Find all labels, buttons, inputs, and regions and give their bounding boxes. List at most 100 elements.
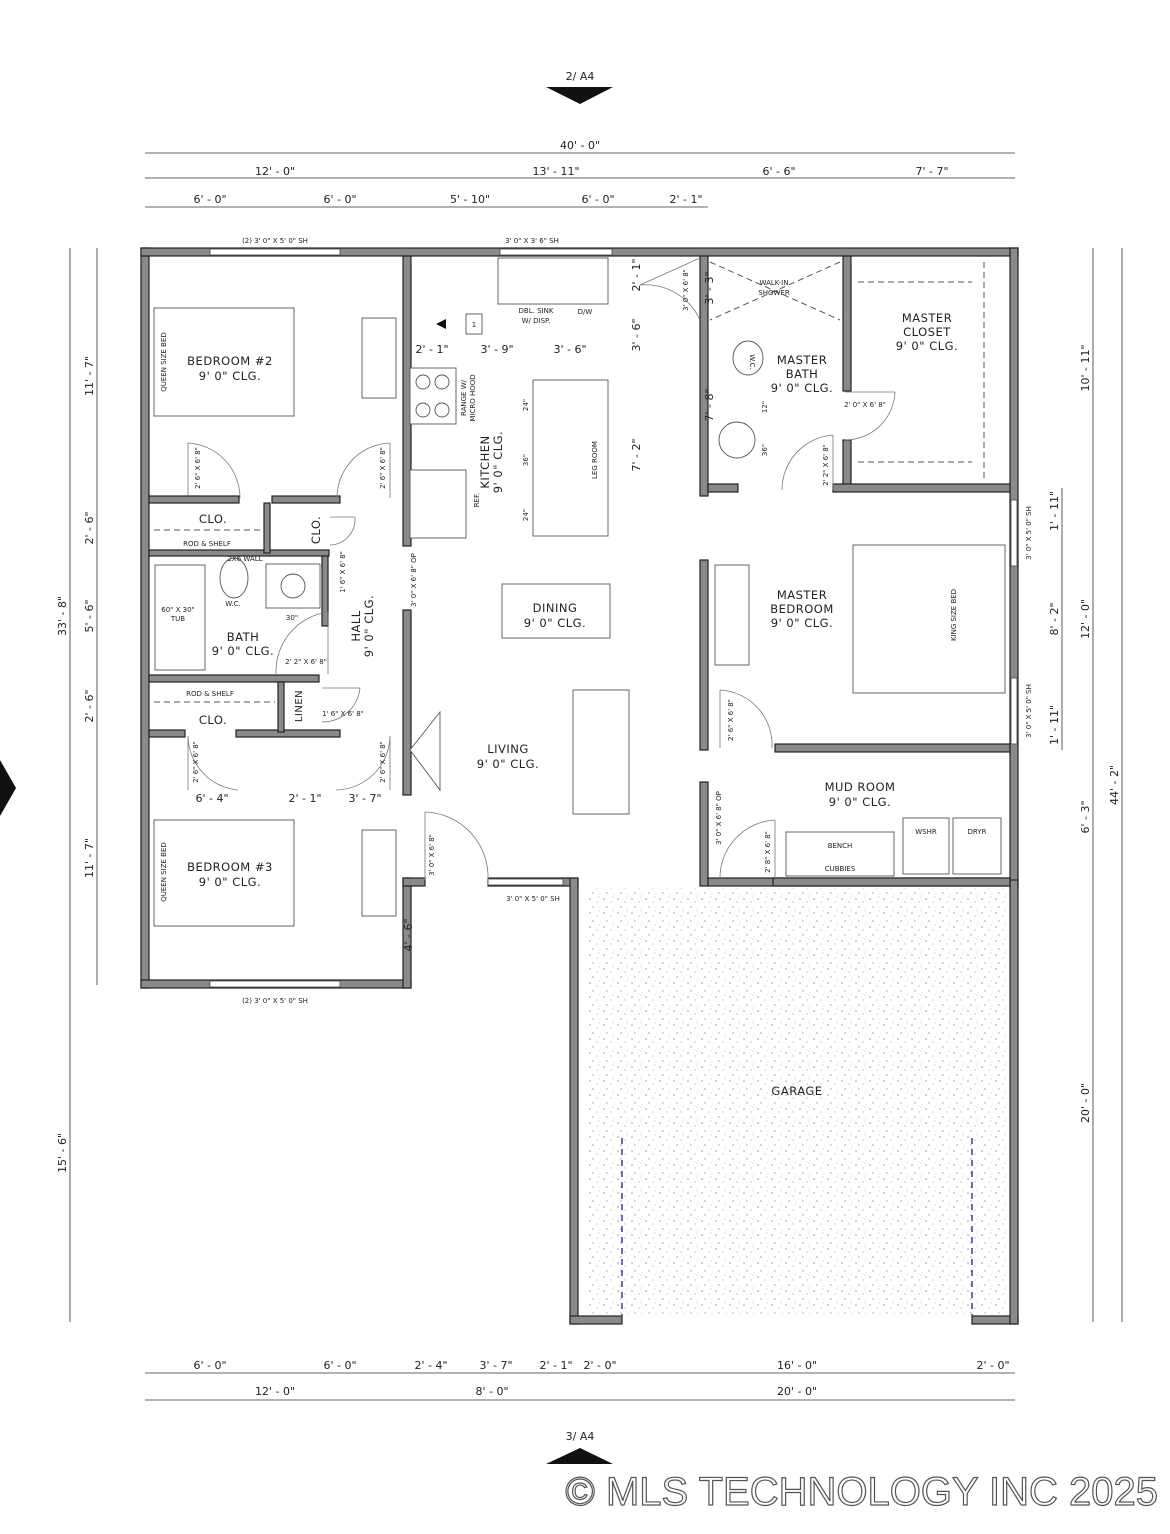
door-note: 3' 0" X 6' 8"	[428, 834, 436, 876]
bed-note: QUEEN SIZE BED	[160, 842, 168, 902]
dim-bottom: 2' - 4"	[414, 1359, 447, 1372]
dim-top: 6' - 0"	[581, 193, 614, 206]
dim-bottom: 2' - 0"	[583, 1359, 616, 1372]
dim-right: 20' - 0"	[1079, 1083, 1092, 1123]
door-note: 3' 0" X 6' 8"	[682, 269, 690, 311]
dim-kitchen: 3' - 6"	[553, 343, 586, 356]
dim-top: 13' - 11"	[532, 165, 579, 178]
room-labels: BEDROOM #2 9' 0" CLG. BEDROOM #3 9' 0" C…	[187, 311, 958, 1098]
hall-ceiling: 9' 0" CLG.	[362, 595, 376, 657]
dim-bottom: 16' - 0"	[777, 1359, 817, 1372]
dim-bottom: 8' - 0"	[475, 1385, 508, 1398]
linen-label: LINEN	[294, 690, 305, 722]
master-bath-name: MASTER	[777, 353, 827, 367]
dimension-lines	[69, 152, 1123, 1401]
dim-kitchen: 2' - 1"	[630, 258, 643, 291]
tag-label: 1	[472, 321, 476, 329]
door-note: 2' 2" X 6' 8"	[822, 444, 830, 486]
dim-kitchen: 3' - 9"	[480, 343, 513, 356]
living-ceiling: 9' 0" CLG.	[477, 757, 539, 771]
windows	[209, 248, 1018, 988]
tub-note: 60" X 30"	[161, 606, 195, 614]
dim-bottom: 6' - 0"	[193, 1359, 226, 1372]
door-note: 2' 6" X 6' 8"	[194, 447, 202, 489]
vanity-note: 12"	[761, 401, 769, 413]
sink-note-2: W/ DISP.	[522, 317, 551, 325]
dim-right: 8' - 2"	[1048, 602, 1061, 635]
watermark: © MLS TECHNOLOGY INC 2025	[565, 1470, 1158, 1514]
dim-bottom: 20' - 0"	[777, 1385, 817, 1398]
dim-right: 1' - 11"	[1048, 705, 1061, 745]
dim-kitchen: 7' - 2"	[630, 438, 643, 471]
fridge-note: REF.	[473, 493, 481, 507]
plan-notes: (2) 3' 0" X 5' 0" SH 3' 0" X 3' 6" SH (2…	[160, 237, 1033, 1005]
bath-name: BATH	[227, 630, 260, 644]
window-note: 3' 0" X 5' 0" SH	[1025, 506, 1033, 560]
dim-hall: 2' - 1"	[288, 792, 321, 805]
dim-top-overall: 40' - 0"	[560, 139, 600, 152]
window-note: (2) 3' 0" X 5' 0" SH	[242, 997, 308, 1005]
island-dim: 36"	[522, 454, 530, 466]
dim-left: 2' - 6"	[83, 511, 96, 544]
dim-top: 7' - 7"	[915, 165, 948, 178]
section-marker-left-icon	[0, 760, 16, 816]
dim-master-bath: 3' - 3"	[703, 271, 716, 304]
master-closet-name-2: CLOSET	[903, 325, 951, 339]
dim-right: 10' - 11"	[1079, 344, 1092, 391]
master-bath-ceiling: 9' 0" CLG.	[771, 381, 833, 395]
door-note: 2' 6" X 6' 8"	[727, 699, 735, 741]
master-bedroom-name-2: BEDROOM	[770, 602, 834, 616]
garage-floor	[586, 888, 1008, 1316]
master-closet-name: MASTER	[902, 311, 952, 325]
window-note: (2) 3' 0" X 5' 0" SH	[242, 237, 308, 245]
door-note: 2' 6" X 6' 8"	[192, 741, 200, 783]
dim-hall: 3' - 7"	[348, 792, 381, 805]
kitchen-ceiling: 9' 0" CLG.	[491, 431, 505, 493]
door-note: 2' 0" X 6' 8"	[844, 401, 886, 409]
range-note: RANGE W/	[460, 379, 468, 416]
master-bath-name-2: BATH	[786, 367, 819, 381]
master-closet-ceiling: 9' 0" CLG.	[896, 339, 958, 353]
dryer-note: DRYR	[968, 828, 987, 836]
dim-entry: 4' - 6"	[402, 918, 415, 951]
window-note: 3' 0" X 3' 6" SH	[505, 237, 559, 245]
island-dim: 24"	[522, 399, 530, 411]
bed-note: QUEEN SIZE BED	[160, 332, 168, 392]
tub-note-2: TUB	[170, 615, 185, 623]
door-note: 2' 6" X 6' 8"	[379, 447, 387, 489]
master-bedroom-ceiling: 9' 0" CLG.	[771, 616, 833, 630]
door-note: 1' 6" X 6' 8"	[339, 551, 347, 593]
vanity-note: 30"	[286, 614, 298, 622]
bedroom3-name: BEDROOM #3	[187, 860, 273, 874]
dim-hall: 6' - 4"	[195, 792, 228, 805]
dim-top: 6' - 0"	[323, 193, 356, 206]
dim-top: 5' - 10"	[450, 193, 490, 206]
dim-left: 2' - 6"	[83, 689, 96, 722]
door-note: 2' 2" X 6' 8"	[285, 658, 327, 666]
vanity-note: 36"	[761, 444, 769, 456]
dim-left: 33' - 8"	[56, 596, 69, 636]
door-swings	[187, 257, 896, 881]
dim-bottom: 12' - 0"	[255, 1385, 295, 1398]
door-note: 2' 8" X 6' 8"	[764, 831, 772, 873]
dim-kitchen: 3' - 6"	[630, 318, 643, 351]
door-note: 3' 0" X 6' 8" OP	[715, 791, 723, 845]
dim-left: 11' - 7"	[83, 838, 96, 878]
dim-top: 12' - 0"	[255, 165, 295, 178]
rod-shelf-note: ROD & SHELF	[183, 540, 231, 548]
leg-room-note: LEG ROOM	[591, 441, 599, 479]
fixtures: 1	[153, 257, 1006, 1316]
range-note-2: MICRO HOOD	[469, 374, 477, 421]
closet-label: CLO.	[199, 713, 227, 727]
bench-note: BENCH	[828, 842, 853, 850]
dim-left: 5' - 6"	[83, 599, 96, 632]
rod-shelf-note: ROD & SHELF	[186, 690, 234, 698]
garage-name: GARAGE	[771, 1084, 822, 1098]
dim-bottom: 3' - 7"	[479, 1359, 512, 1372]
section-marker-top: 2/ A4	[546, 70, 613, 104]
dim-kitchen: 2' - 1"	[415, 343, 448, 356]
dim-top: 2' - 1"	[669, 193, 702, 206]
bath-ceiling: 9' 0" CLG.	[212, 644, 274, 658]
dim-top: 6' - 0"	[193, 193, 226, 206]
section-marker-bottom-label: 3/ A4	[566, 1430, 595, 1443]
